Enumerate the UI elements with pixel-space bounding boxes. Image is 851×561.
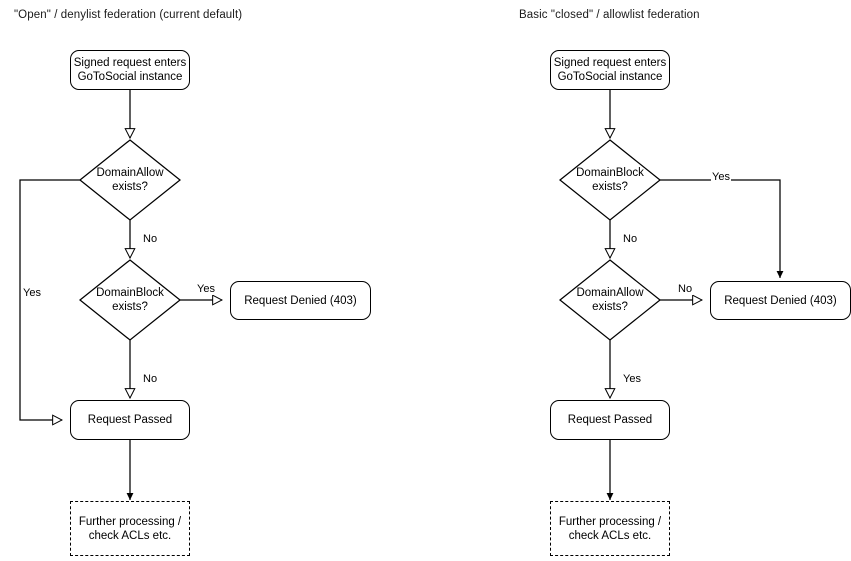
node-request-passed-left[interactable]: Request Passed bbox=[70, 400, 190, 440]
node-domainallow-label-right: DomainAllow exists? bbox=[576, 287, 644, 313]
node-domainallow-decision-left[interactable]: DomainAllow exists? bbox=[78, 139, 182, 221]
node-signed-request-entry-right[interactable]: Signed request enters GoToSocial instanc… bbox=[550, 50, 670, 90]
node-further-processing-right[interactable]: Further processing / check ACLs etc. bbox=[550, 501, 670, 556]
edge-label-domainblock-no-right: No bbox=[622, 233, 639, 245]
node-domainblock-decision-right[interactable]: DomainBlock exists? bbox=[558, 139, 662, 221]
edge-label-domainblock-no-left: No bbox=[142, 373, 159, 385]
edge-label-domainblock-yes-left: Yes bbox=[196, 283, 216, 295]
panel-title-open-denylist: "Open" / denylist federation (current de… bbox=[14, 9, 243, 21]
edge-domainallow-yes-left bbox=[19, 179, 80, 420]
node-further-processing-left[interactable]: Further processing / check ACLs etc. bbox=[70, 501, 190, 556]
edge-domainblock-yes-right bbox=[660, 179, 784, 279]
node-domainallow-label-left: DomainAllow exists? bbox=[96, 167, 164, 193]
panel-title-closed-allowlist: Basic "closed" / allowlist federation bbox=[519, 9, 700, 21]
node-signed-request-entry-left[interactable]: Signed request enters GoToSocial instanc… bbox=[70, 50, 190, 90]
edge-label-domainallow-no-left: No bbox=[142, 233, 159, 245]
node-request-denied-right[interactable]: Request Denied (403) bbox=[710, 281, 851, 320]
node-domainallow-decision-right[interactable]: DomainAllow exists? bbox=[558, 259, 662, 341]
edge-label-domainblock-yes-right: Yes bbox=[711, 171, 731, 183]
node-request-denied-left[interactable]: Request Denied (403) bbox=[230, 281, 371, 320]
node-domainblock-label-left: DomainBlock exists? bbox=[96, 287, 164, 313]
edge-label-domainallow-no-right: No bbox=[677, 283, 694, 295]
node-request-passed-right[interactable]: Request Passed bbox=[550, 400, 670, 440]
node-domainblock-label-right: DomainBlock exists? bbox=[576, 167, 644, 193]
node-domainblock-decision-left[interactable]: DomainBlock exists? bbox=[78, 259, 182, 341]
edge-label-domainallow-yes-right: Yes bbox=[622, 373, 642, 385]
edge-label-domainallow-yes-left: Yes bbox=[22, 287, 42, 299]
